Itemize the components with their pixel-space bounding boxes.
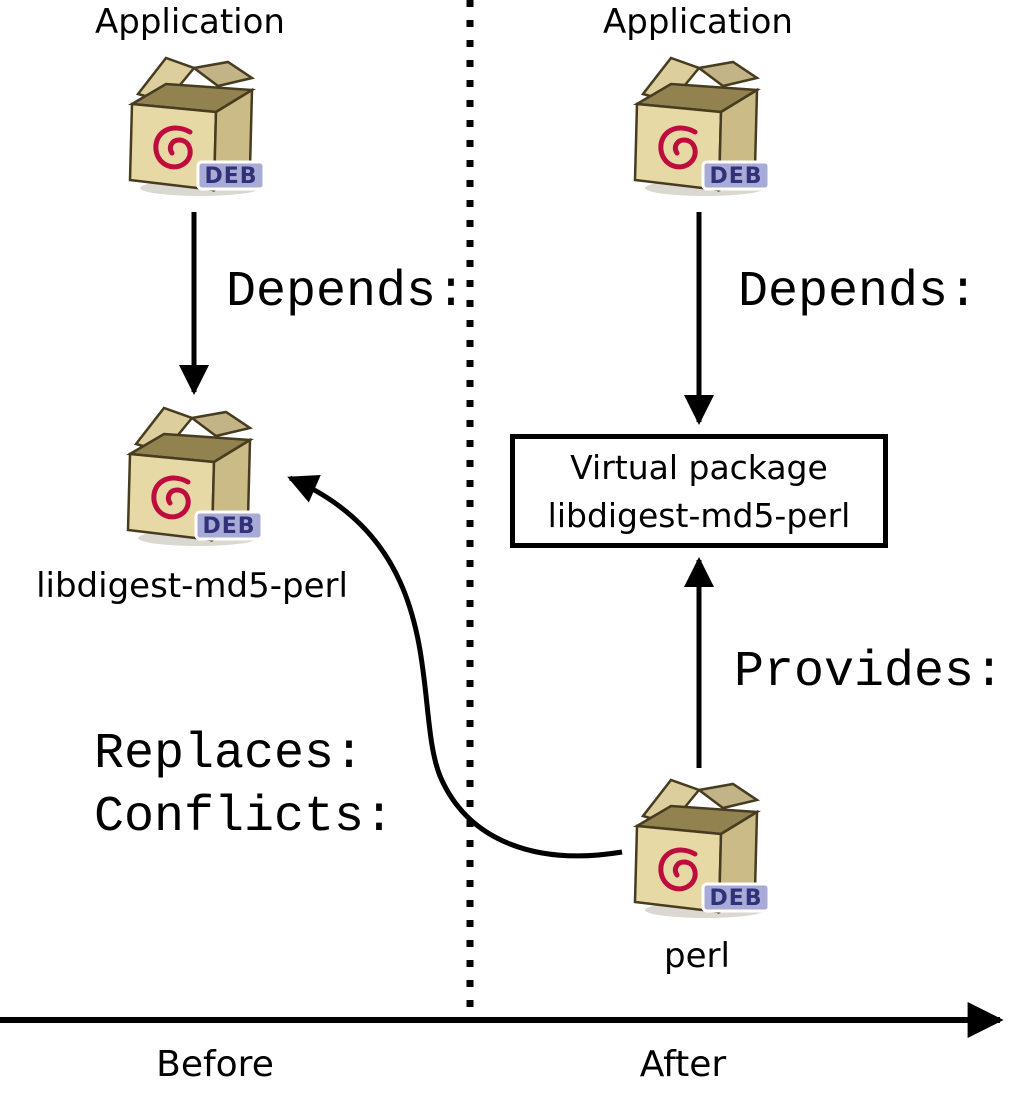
left-depends-label: Depends: <box>226 264 467 321</box>
right-application-label: Application <box>603 2 793 42</box>
virtual-package-box-line2: libdigest-md5-perl <box>547 496 851 535</box>
virtual-package-box-line1: Virtual package <box>570 448 828 487</box>
replaces-conflicts-arrow <box>287 474 623 859</box>
left-application-label: Application <box>95 2 285 42</box>
application-package-icon-after <box>635 58 769 196</box>
after-label: After <box>639 1044 727 1085</box>
libdigest-md5-perl-package-icon <box>128 408 262 546</box>
perl-label: perl <box>664 936 730 976</box>
right-depends-label: Depends: <box>738 264 979 321</box>
libdigest-md5-perl-label: libdigest-md5-perl <box>36 566 348 606</box>
conflicts-label: Conflicts: <box>94 789 395 846</box>
virtual-package-box: Virtual package libdigest-md5-perl <box>510 434 888 548</box>
perl-package-icon <box>635 780 769 918</box>
application-package-icon-before <box>130 58 264 196</box>
provides-label: Provides: <box>734 644 1005 701</box>
before-label: Before <box>156 1044 274 1085</box>
replaces-label: Replaces: <box>94 726 365 783</box>
